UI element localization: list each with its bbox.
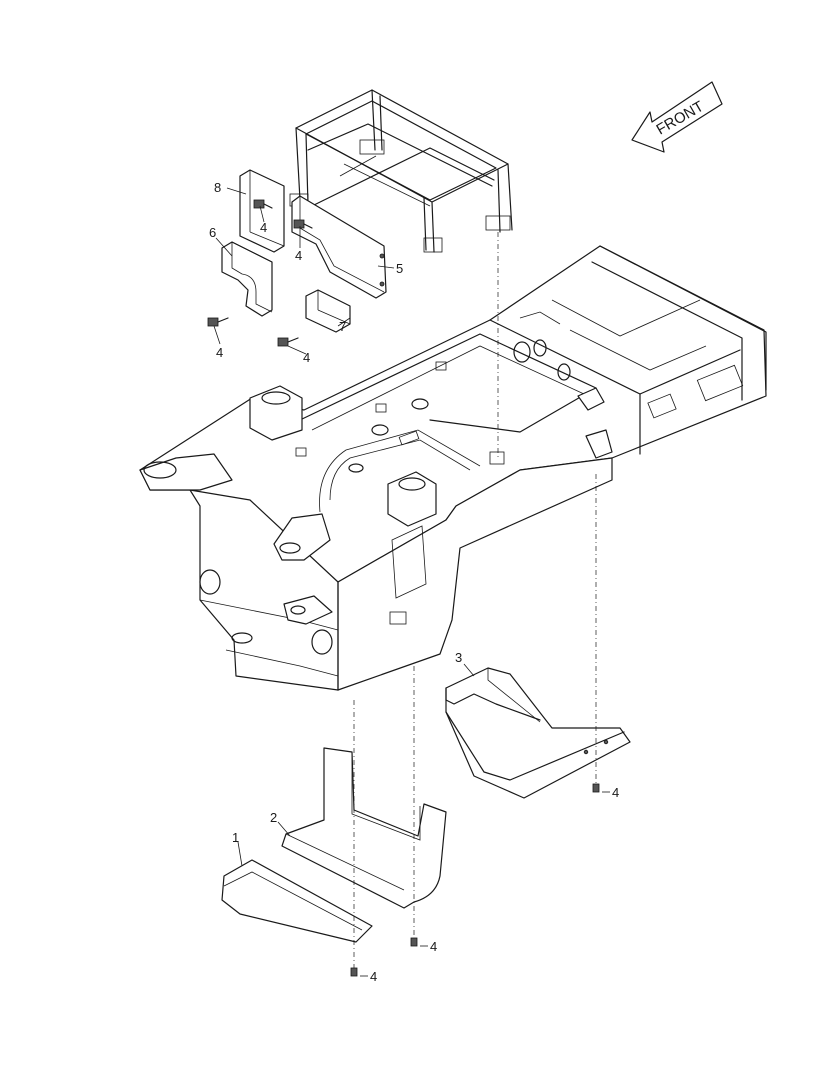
callout-8: 8 [214,180,221,195]
bolt-icon [207,317,229,327]
assembly-centerlines [353,232,597,970]
callout-4: 4 [430,939,437,954]
bolt-icon [410,937,418,947]
bolt-icon [350,967,358,977]
part-5-long-cover-plate [291,195,387,299]
part-2-u-undercover [281,747,447,909]
cab-support-frame [289,89,513,253]
left-tower [249,385,303,441]
upper-bolts [207,199,313,347]
part-3-rear-undercover [445,667,631,799]
front-arrow: FRONT [631,81,723,153]
part-8-cover-plate [239,169,285,253]
bolt-icon [592,783,600,793]
callout-1: 1 [232,830,239,845]
callout-4: 4 [612,785,619,800]
callout-4: 4 [216,345,223,360]
part-6-bracket [221,241,273,317]
callout-4: 4 [303,350,310,365]
part-7-guard [305,289,351,333]
callout-4: 4 [295,248,302,263]
main-frame [139,245,767,691]
callout-5: 5 [396,261,403,276]
callout-3: 3 [455,650,462,665]
bolt-icon [293,219,313,229]
part-1-flat-plate [221,859,373,943]
bolt-icon [253,199,273,209]
lower-bolts [350,783,600,977]
leader-lines [213,187,610,977]
callout-4: 4 [260,220,267,235]
center-tower [387,471,437,527]
callout-7: 7 [339,319,346,334]
callout-labels: 8 4 4 5 6 4 4 7 3 4 2 1 4 4 [209,180,619,984]
bolt-icon [277,337,299,347]
callout-6: 6 [209,225,216,240]
callout-2: 2 [270,810,277,825]
callout-4: 4 [370,969,377,984]
